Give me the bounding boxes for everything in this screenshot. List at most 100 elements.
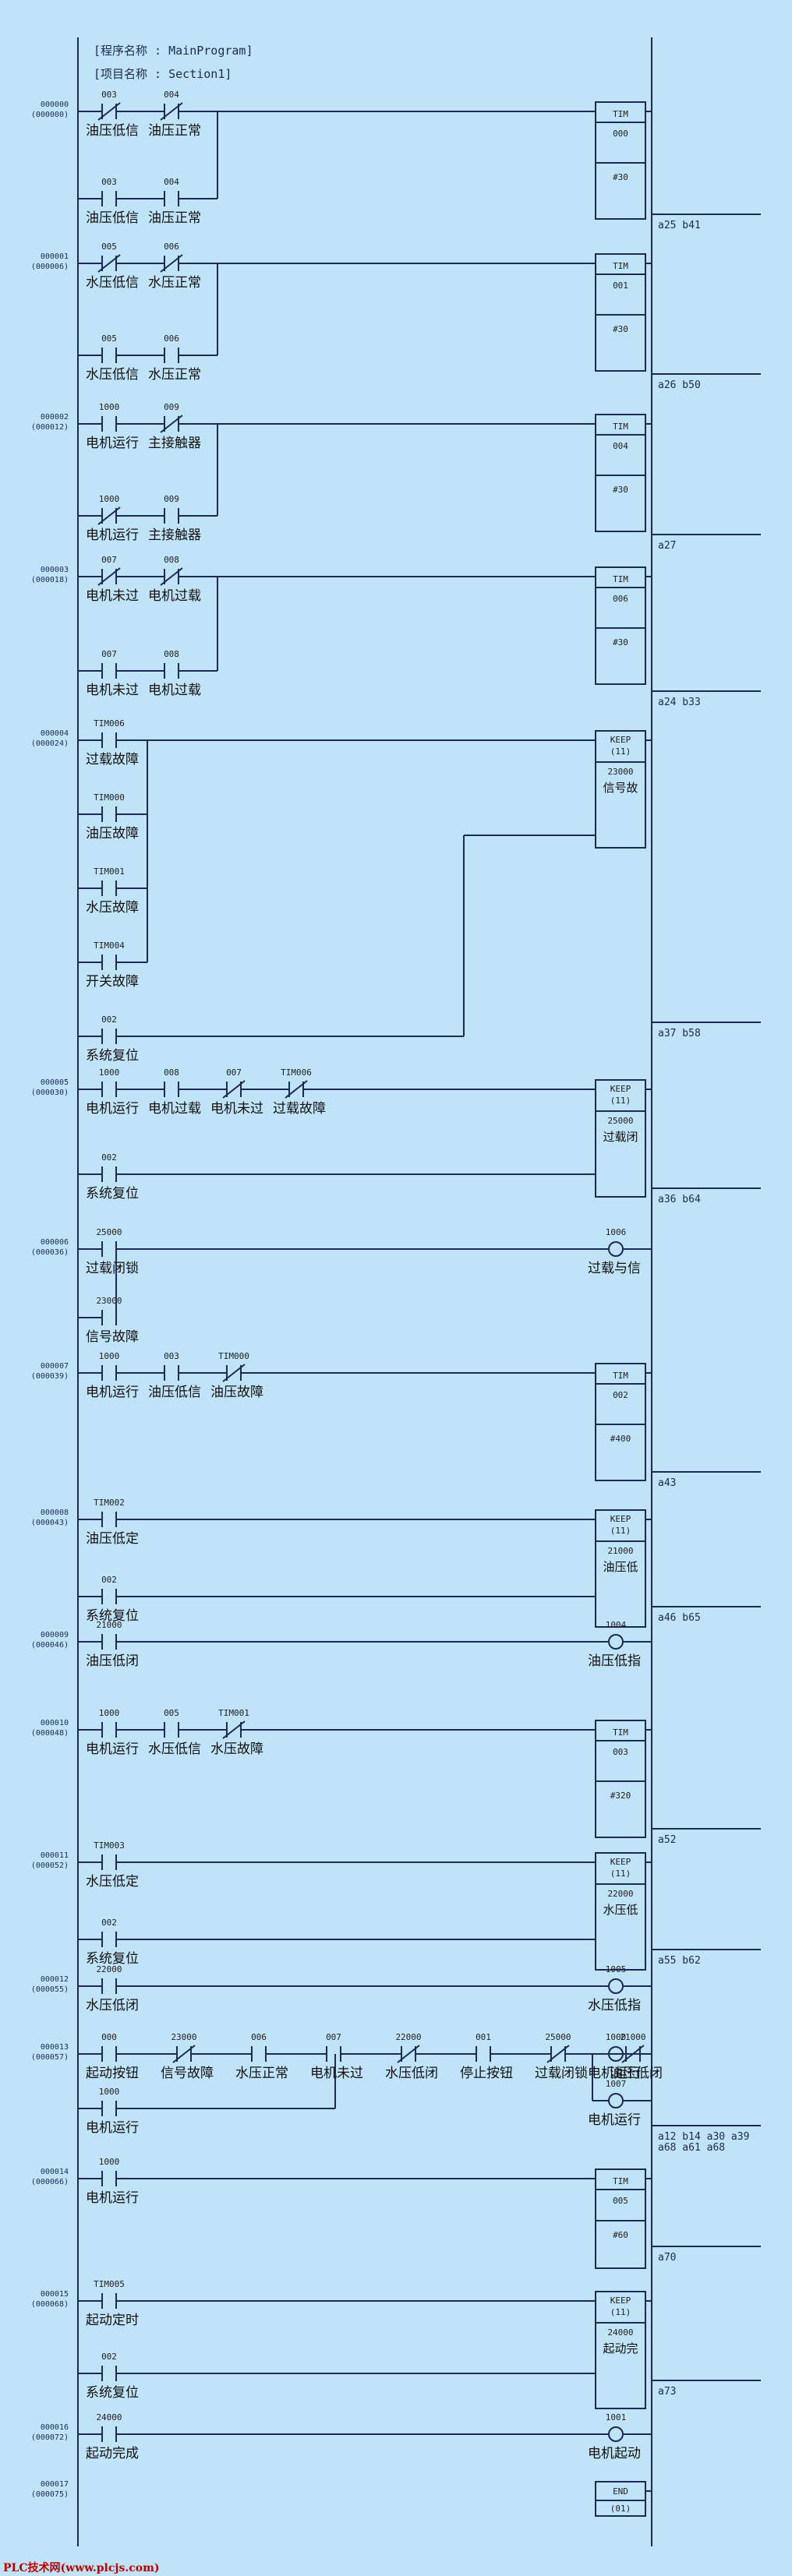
- contact-label: 信号故障: [161, 2066, 214, 2081]
- end-mnemonic: END: [613, 2486, 628, 2497]
- timer-mnemonic: TIM: [613, 109, 628, 119]
- cross-reference: a46 b65: [658, 1612, 701, 1624]
- timer-setpoint: #30: [613, 324, 628, 334]
- rung-step: (000052): [31, 1861, 69, 1870]
- contact-label: 水压正常: [235, 2066, 288, 2081]
- rung-address: 000008: [41, 1509, 69, 1517]
- contact-slash: [172, 2045, 196, 2063]
- timer-mnemonic: TIM: [613, 261, 628, 271]
- rung-step: (000000): [31, 111, 69, 119]
- keep-mnemonic: KEEP: [610, 2295, 631, 2306]
- contact-nc: 008 电机过载: [148, 555, 201, 604]
- contact-address: 009: [164, 494, 179, 504]
- contact-address: 008: [164, 555, 179, 565]
- timer-number: 003: [613, 1747, 628, 1757]
- rung-step: (000046): [31, 1641, 69, 1650]
- contact-address: 003: [101, 177, 117, 187]
- contact-address: TIM000: [94, 792, 125, 803]
- contact-address: TIM000: [218, 1351, 249, 1361]
- rung-address: 000007: [41, 1362, 69, 1371]
- contact-label: 电机运行: [86, 436, 139, 451]
- timer-mnemonic: TIM: [613, 1727, 628, 1738]
- rung-000008: 000008(000043)KEEP(11)21000油压低TIM002油压低定…: [31, 1498, 761, 1628]
- contact-label: 水压低信: [86, 275, 139, 291]
- rung-000003: 000003(000018)TIM006#30007电机未过008电机过载007…: [31, 555, 761, 708]
- contact-slash: [546, 2045, 570, 2063]
- rung-000007: 000007(000039)TIM002#4001000电机运行003油压低信T…: [31, 1351, 761, 1489]
- timer-setpoint: #30: [613, 172, 628, 182]
- contact-label: 开关故障: [86, 974, 139, 990]
- instruction-box: [595, 566, 646, 685]
- rung-000017: 000017(000075)END(01): [31, 2480, 652, 2517]
- contact-address: 25000: [545, 2032, 571, 2042]
- instruction-box: [595, 1852, 646, 1971]
- contact-slash: [222, 1720, 246, 1739]
- keep-function-code: (11): [610, 1526, 631, 1536]
- contact-label: 油压正常: [148, 210, 201, 226]
- contact-address: TIM003: [94, 1840, 125, 1851]
- rung-000013: 000013(000057)000起动按钮23000信号故障006水压正常007…: [31, 2032, 761, 2154]
- keep-bit-label: 油压低: [603, 1560, 638, 1574]
- timer-instruction-block: TIM004#30: [595, 414, 646, 532]
- contact-label: 电机运行: [86, 2120, 139, 2136]
- contact-address: 22000: [395, 2032, 421, 2042]
- end-function-code: (01): [610, 2504, 631, 2514]
- rung-step: (000066): [31, 2178, 69, 2186]
- keep-bit-address: 24000: [607, 2327, 633, 2338]
- coil-label: 油压低指: [588, 1653, 641, 1669]
- contact-address: 002: [101, 2352, 117, 2362]
- contact-address: 000: [101, 2032, 117, 2042]
- contact-address: TIM001: [94, 866, 125, 877]
- timer-mnemonic: TIM: [613, 574, 628, 584]
- contact-address: 1000: [99, 1708, 120, 1718]
- coil-address: 1001: [606, 2412, 627, 2422]
- timer-mnemonic: TIM: [613, 422, 628, 432]
- contact-address: 008: [164, 1067, 179, 1078]
- cross-reference: a27: [658, 540, 676, 552]
- contact-slash: [222, 1080, 246, 1099]
- timer-number: 006: [613, 594, 628, 604]
- contact-address: 22000: [96, 1964, 122, 1974]
- contact-address: 007: [101, 649, 117, 659]
- contact-label: 油压低闭: [610, 2066, 663, 2081]
- contact-address: 008: [164, 649, 179, 659]
- contact-address: TIM001: [218, 1708, 249, 1718]
- timer-number: 002: [613, 1390, 628, 1400]
- contact-address: 006: [164, 333, 179, 344]
- contact-slash: [97, 567, 121, 586]
- coil-label: 过载与信: [588, 1261, 641, 1276]
- contact-address: 24000: [96, 2412, 122, 2422]
- rung-address: 000015: [41, 2290, 69, 2299]
- contact-label: 电机过载: [148, 588, 201, 604]
- cross-reference: a68 a61 a68: [658, 2142, 725, 2154]
- contact-label: 系统复位: [86, 1186, 139, 1202]
- rung-000001: 000001(000006)TIM001#30005水压低信006水压正常005…: [31, 242, 761, 391]
- rung-address: 000000: [41, 101, 69, 109]
- rung-000010: 000010(000048)TIM003#3201000电机运行005水压低信T…: [31, 1708, 761, 1846]
- rung-step: (000048): [31, 1729, 69, 1738]
- contact-label: 主接触器: [148, 436, 201, 451]
- rung-000000: 000000(000000)TIM000#30003油压低信004油压正常003…: [31, 90, 761, 231]
- contact-address: 002: [101, 1575, 117, 1585]
- timer-setpoint: #320: [610, 1791, 631, 1801]
- rung-000005: 000005(000030)KEEP(11)25000过载闭1000电机运行00…: [31, 1067, 761, 1205]
- keep-bit-address: 23000: [607, 767, 633, 777]
- timer-instruction-block: TIM 003 #320: [595, 1720, 646, 1838]
- cross-reference: a26 b50: [658, 379, 701, 391]
- contact-label: 信号故障: [86, 1329, 139, 1345]
